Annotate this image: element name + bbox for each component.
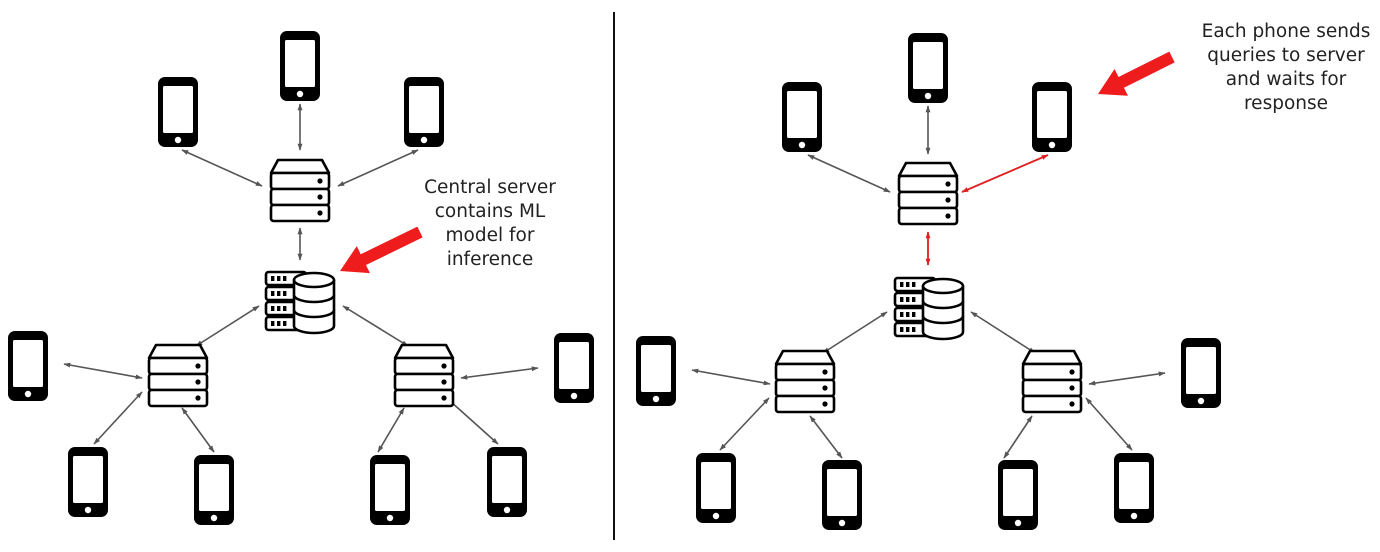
link-arrow — [337, 149, 419, 187]
annotation-line: model for — [445, 225, 535, 246]
server-stack-icon — [897, 161, 959, 226]
link-arrow — [63, 362, 143, 380]
smartphone-icon — [194, 455, 234, 525]
smartphone-icon — [998, 460, 1038, 530]
annotation-line: and waits for — [1225, 69, 1347, 90]
link-arrow — [809, 415, 843, 459]
link-arrow — [1088, 371, 1166, 386]
pointer-arrow — [1098, 51, 1175, 96]
link-arrow — [1003, 415, 1033, 459]
link-arrow — [970, 311, 1036, 354]
link-arrow — [195, 305, 260, 347]
database-server-icon — [893, 276, 965, 341]
link-arrow — [807, 154, 891, 193]
link-arrow — [93, 391, 143, 445]
right-annotation: Each phone sends queries to server and w… — [1186, 20, 1380, 116]
smartphone-icon — [554, 333, 594, 403]
smartphone-icon — [280, 31, 320, 101]
server-stack-icon — [774, 349, 836, 414]
annotation-line: Central server — [424, 177, 556, 198]
annotation-line: contains ML — [434, 201, 546, 222]
smartphone-icon — [8, 331, 48, 401]
database-server-icon — [264, 270, 336, 335]
left-annotation: Central server contains ML model for inf… — [408, 176, 572, 272]
link-arrow — [342, 305, 409, 347]
annotation-line: queries to server — [1207, 45, 1365, 66]
link-arrow — [181, 407, 215, 453]
smartphone-icon — [158, 77, 198, 147]
smartphone-icon — [68, 447, 108, 517]
server-stack-icon — [1021, 349, 1083, 414]
link-arrow — [181, 149, 263, 187]
server-stack-icon — [147, 343, 209, 408]
smartphone-icon — [696, 453, 736, 523]
smartphone-icon — [1032, 82, 1072, 152]
smartphone-icon — [782, 82, 822, 152]
smartphone-icon — [1181, 338, 1221, 408]
link-arrow — [822, 311, 888, 354]
annotation-line: Each phone sends — [1201, 21, 1371, 42]
link-arrow — [460, 366, 539, 380]
pointer-arrow — [340, 226, 423, 274]
smartphone-icon — [1114, 453, 1154, 523]
smartphone-icon — [487, 447, 527, 517]
smartphone-icon — [636, 336, 676, 406]
highlighted-link-arrow — [961, 154, 1049, 193]
smartphone-icon — [370, 455, 410, 525]
smartphone-icon — [822, 460, 862, 530]
link-arrow — [691, 368, 771, 386]
link-arrow — [377, 407, 405, 453]
smartphone-icon — [404, 77, 444, 147]
annotation-line: response — [1243, 93, 1329, 114]
server-stack-icon — [269, 158, 331, 223]
smartphone-icon — [908, 33, 948, 103]
link-arrow — [719, 397, 770, 451]
annotation-line: inference — [446, 249, 534, 270]
link-arrow — [1085, 397, 1133, 451]
server-stack-icon — [393, 343, 455, 408]
